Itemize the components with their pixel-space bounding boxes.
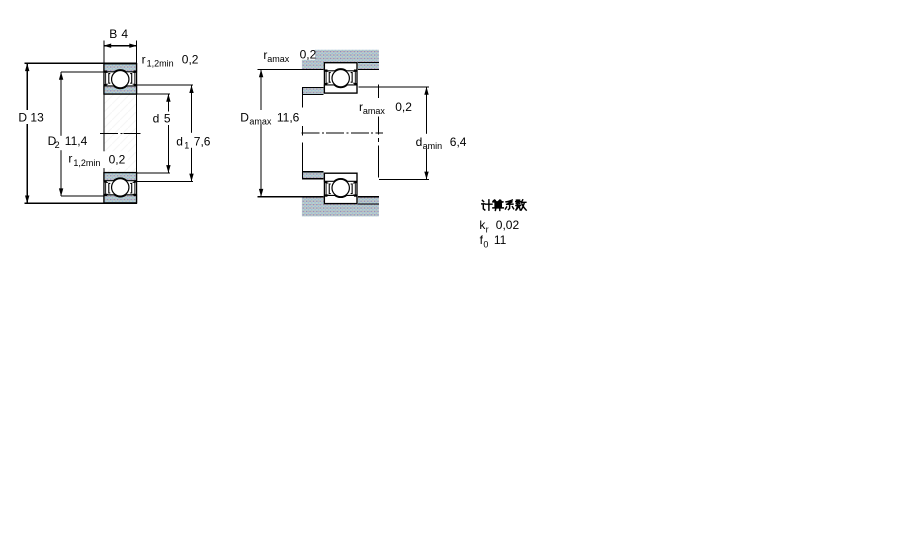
svg-text:f: f [480, 233, 484, 247]
svg-text:amax: amax [267, 54, 290, 64]
svg-text:d: d [176, 135, 183, 149]
svg-text:k: k [479, 218, 486, 232]
svg-text:d: d [416, 135, 423, 149]
svg-text:1,2min: 1,2min [73, 158, 100, 168]
svg-text:0,02: 0,02 [496, 218, 520, 232]
svg-text:11,6: 11,6 [277, 110, 300, 124]
svg-text:r: r [68, 151, 72, 165]
svg-text:D: D [240, 110, 249, 124]
svg-text:amin: amin [423, 141, 443, 151]
svg-text:D: D [48, 134, 57, 148]
svg-text:r: r [359, 100, 363, 114]
svg-text:d: d [153, 111, 160, 125]
svg-text:6,4: 6,4 [450, 135, 467, 149]
svg-text:11,4: 11,4 [65, 134, 88, 148]
svg-text:0,2: 0,2 [395, 100, 412, 114]
svg-text:r: r [142, 52, 146, 66]
svg-text:1,2min: 1,2min [147, 59, 174, 69]
svg-text:7,6: 7,6 [194, 135, 211, 149]
svg-text:0,2: 0,2 [182, 53, 199, 67]
svg-text:11: 11 [494, 233, 507, 247]
svg-text:r: r [263, 48, 267, 62]
svg-text:4: 4 [121, 27, 128, 41]
svg-text:D 13: D 13 [18, 111, 44, 125]
svg-text:0: 0 [483, 240, 488, 250]
svg-text:amax: amax [363, 106, 386, 116]
svg-text:r: r [486, 225, 489, 235]
svg-text:1: 1 [184, 141, 189, 151]
svg-text:2: 2 [55, 140, 60, 150]
svg-text:0,2: 0,2 [300, 48, 317, 62]
svg-text:amax: amax [249, 117, 272, 127]
svg-text:0,2: 0,2 [109, 153, 126, 167]
svg-text:5: 5 [164, 111, 171, 125]
svg-text:B: B [109, 27, 117, 41]
